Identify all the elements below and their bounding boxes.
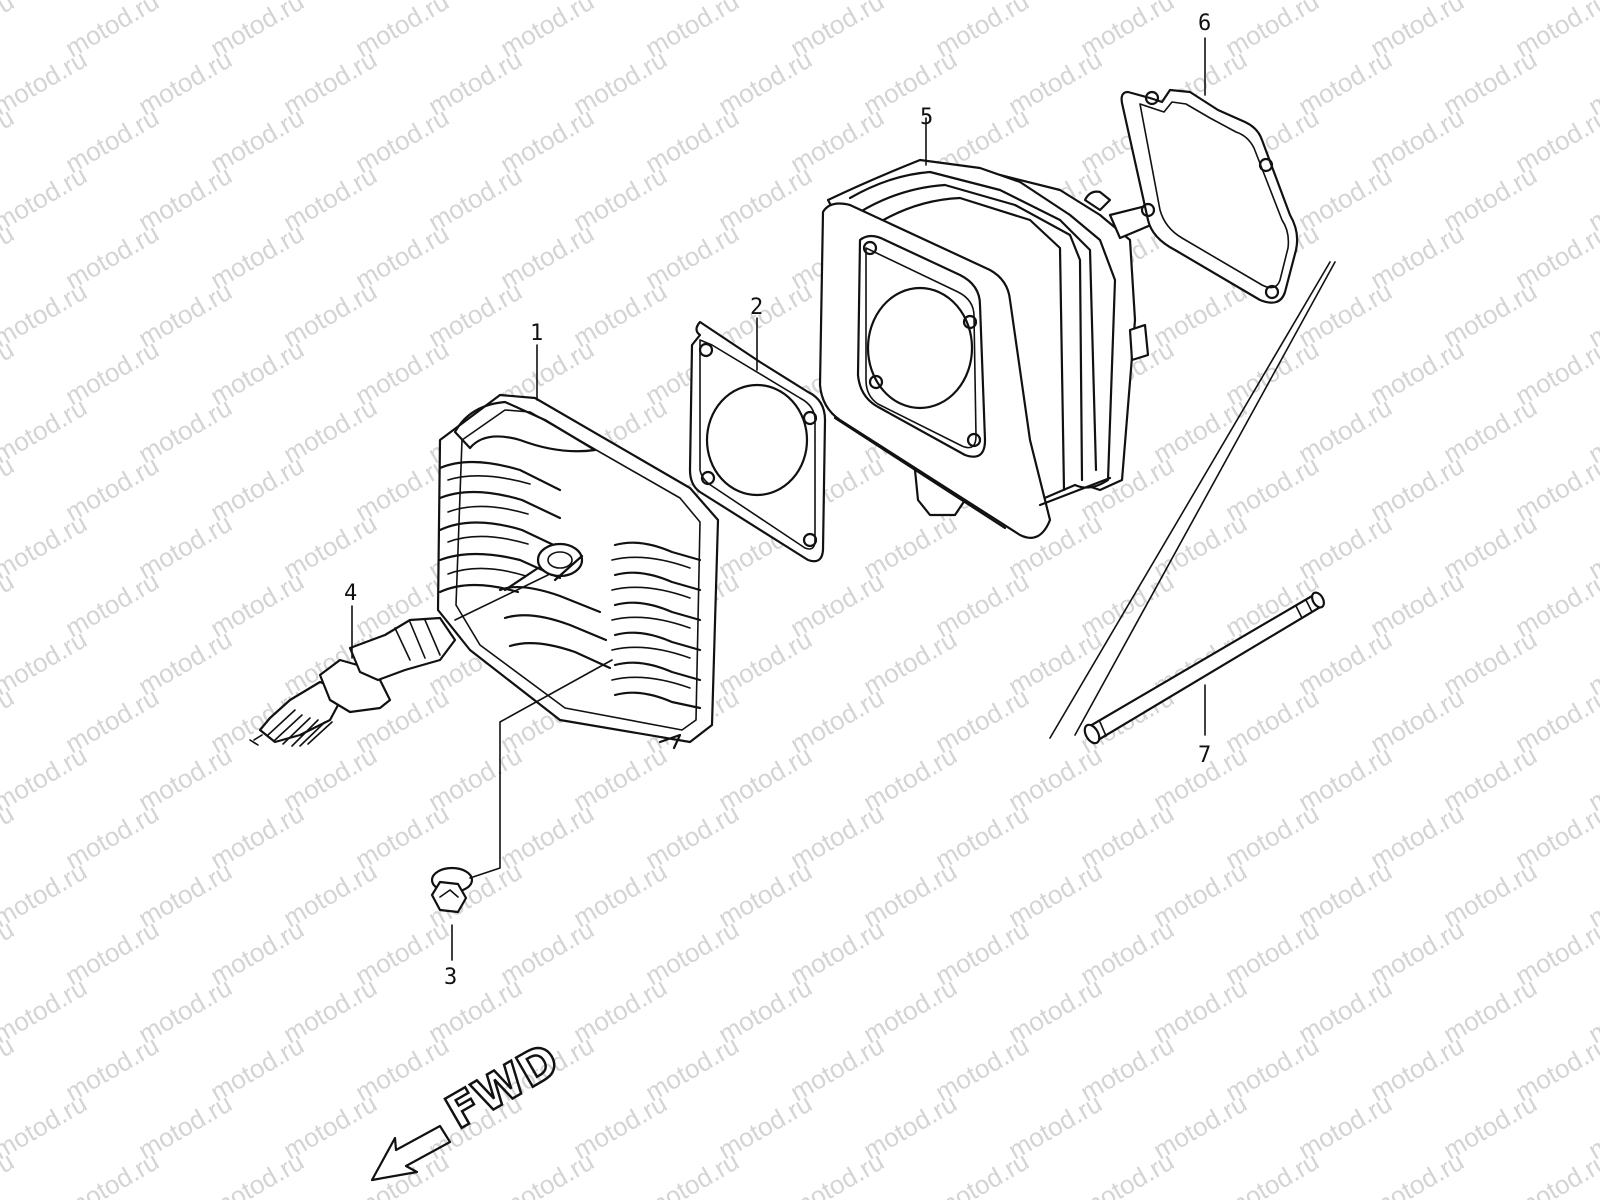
stud-bolt-drawing (1083, 591, 1325, 745)
watermark-text: motod.ru (0, 276, 92, 353)
watermark-text: motod.ru (0, 1088, 92, 1165)
watermark-text: motod.ru (495, 1146, 599, 1200)
watermark-text: motod.ru (0, 856, 92, 933)
watermark-text: motod.ru (205, 1146, 309, 1200)
part-label-6: 6 (1198, 11, 1211, 36)
part-label-1: 1 (530, 321, 543, 346)
leader-lines (351, 37, 1336, 961)
part-label-5: 5 (920, 105, 933, 130)
watermark-text: motod.ru (1365, 1146, 1469, 1200)
watermark-text: motod.ru (0, 0, 19, 63)
watermark-text: motod.ru (0, 624, 92, 701)
watermark-text: motod.ru (350, 1146, 454, 1200)
watermark-text: motod.ru (0, 160, 92, 237)
fwd-arrow-icon (370, 1124, 452, 1182)
watermark-text: motod.ru (930, 1146, 1034, 1200)
watermark-text: motod.ru (0, 44, 92, 121)
watermark-text: motod.ru (785, 1146, 889, 1200)
part-labels: 1 2 3 4 5 6 7 (344, 11, 1211, 990)
cylinder-head-drawing (436, 393, 720, 750)
watermark-text: motod.ru (0, 508, 92, 585)
watermark-text: motod.ru (640, 1146, 744, 1200)
watermark-text: motod.ru (1220, 1146, 1324, 1200)
watermark-text: motod.ru (0, 740, 92, 817)
part-label-2: 2 (750, 295, 763, 320)
head-gasket-drawing (688, 320, 827, 563)
watermark-text: motod.ru (1510, 1146, 1600, 1200)
watermark-text: motod.ru (0, 972, 92, 1049)
spark-plug-drawing (249, 616, 457, 747)
nut-drawing (430, 866, 474, 914)
part-label-4: 4 (344, 581, 357, 606)
base-gasket-drawing (1120, 88, 1299, 304)
part-label-7: 7 (1198, 743, 1211, 768)
watermark-text: motod.ru (0, 392, 92, 469)
watermark-text: motod.ru (60, 1146, 164, 1200)
part-label-3: 3 (444, 965, 457, 990)
watermark-text: motod.ru (1075, 1146, 1179, 1200)
